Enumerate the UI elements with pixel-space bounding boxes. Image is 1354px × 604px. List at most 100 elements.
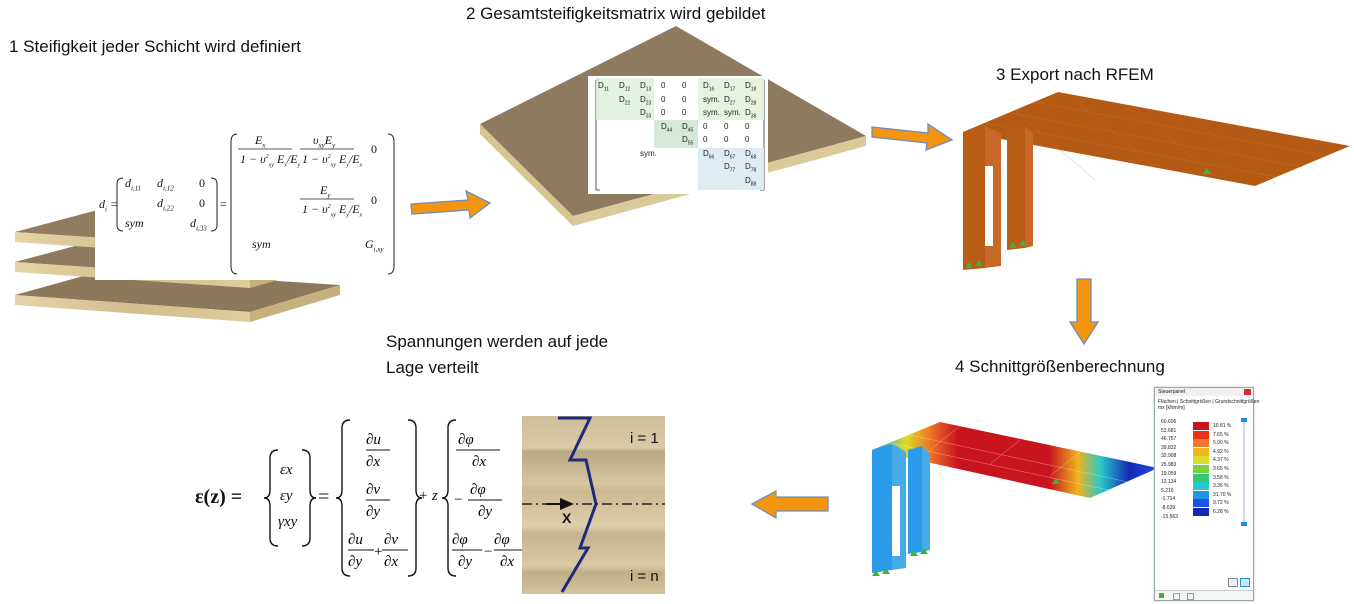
legend-value: 60.606 (1161, 419, 1177, 425)
matrix-cell: D45 (682, 121, 694, 134)
svg-text:+: + (374, 544, 382, 560)
eps-x: εx (280, 462, 293, 478)
legend-value: -8.639 (1161, 505, 1176, 511)
control-panel-titlebar: Steuerpanel (1155, 388, 1253, 396)
layer-bottom-label: i = n (630, 568, 659, 585)
stress-profile (522, 416, 665, 593)
matrix-cell: 0 (682, 81, 687, 90)
ex-numerator: Ex (255, 133, 266, 150)
legend-percent: 10.81 % (1213, 423, 1232, 429)
matrix-cell: D44 (661, 121, 673, 134)
control-panel-title: Steuerpanel (1158, 389, 1185, 395)
legend-slider-bottom[interactable] (1241, 522, 1247, 526)
arrow-step3-to-step4 (1068, 278, 1100, 346)
svg-text:∂φ: ∂φ (494, 532, 510, 548)
svg-text:−: − (484, 544, 492, 560)
legend-percent: 3.65 % (1213, 466, 1229, 472)
svg-text:∂u: ∂u (348, 532, 363, 548)
control-panel: Steuerpanel Flächen | Schnittgrößen | Gr… (1154, 387, 1259, 601)
legend-percent: 3.36 % (1213, 483, 1229, 490)
matrix-cell: D11 (598, 81, 609, 93)
legend-color-swatch (1193, 439, 1209, 448)
matrix-cell: D13 (640, 81, 652, 93)
arrow-step2-to-step3 (871, 122, 954, 152)
step-5-label-line2: Lage verteilt (386, 358, 479, 377)
m23-big-zero: 0 (371, 193, 377, 207)
svg-text:∂φ: ∂φ (458, 432, 474, 448)
plus-z: + z (418, 488, 438, 504)
svg-text:∂v: ∂v (384, 532, 398, 548)
matrix-cell: 0 (703, 135, 708, 144)
panel-button-a[interactable] (1228, 578, 1238, 587)
svg-text:∂x: ∂x (366, 454, 380, 470)
g-ixy: Gi,xy (365, 237, 384, 254)
matrix-cell: sym. (703, 94, 720, 104)
matrix-cell: D66 (703, 148, 715, 161)
layer-top-label: i = 1 (630, 430, 659, 447)
close-icon[interactable] (1244, 389, 1251, 395)
ey-numerator: Ey (320, 183, 331, 200)
control-panel-subtitle1: Flächen | Schnittgrößen | Grundschnittgr… (1158, 399, 1260, 405)
svg-text:∂φ: ∂φ (452, 532, 468, 548)
matrix-cell: D23 (640, 94, 652, 107)
svg-text:∂y: ∂y (348, 554, 362, 570)
lhs-d: di = (99, 197, 119, 214)
matrix-cell: D88 (745, 175, 757, 188)
panel-button-b[interactable] (1240, 578, 1250, 587)
matrix-cell: D16 (703, 81, 715, 93)
legend-percent: 3.58 % (1213, 474, 1229, 481)
m12: di,12 (157, 176, 174, 193)
strain-eq-sign: = (318, 486, 330, 508)
matrix-cell: D28 (745, 94, 757, 107)
m22: di,22 (157, 196, 174, 213)
ey-denominator: 1 − υ2xy Ey/Ex (302, 202, 363, 219)
legend-percent: 31.70 % (1213, 491, 1232, 498)
matrix-cell: D33 (640, 108, 652, 120)
svg-text:−: − (454, 492, 462, 508)
big-matrix-sym: sym (252, 237, 271, 251)
legend-slider-top[interactable] (1241, 418, 1247, 422)
legend-percent: 6.28 % (1213, 509, 1229, 515)
matrix-cell: D38 (745, 108, 757, 120)
legend-slider[interactable] (1243, 420, 1245, 526)
strain-braces: ∂u ∂x ∂v ∂y ∂u ∂y + ∂v ∂x ∂φ ∂x − ∂φ ∂y … (263, 419, 524, 577)
tab-icon-1[interactable] (1159, 593, 1164, 598)
matrix-cell: D77 (724, 162, 736, 174)
gamma-xy: γxy (278, 514, 298, 530)
svg-text:∂x: ∂x (500, 554, 514, 570)
svg-text:∂x: ∂x (472, 454, 486, 470)
step-4-label: 4 Schnittgrößenberechnung (955, 357, 1165, 376)
matrix-cell: 0 (661, 81, 666, 90)
matrix-cell: 0 (661, 94, 666, 104)
tab-icon-2[interactable] (1173, 593, 1180, 600)
matrix-cell: 0 (745, 135, 750, 144)
legend-value: -15.563 (1161, 513, 1178, 520)
legend-color-swatch (1193, 447, 1209, 456)
internal-forces-model (872, 422, 1158, 576)
control-panel-subtitle2: mx [kNm/m] (1158, 405, 1185, 411)
strain-lhs: ε(z) = (195, 486, 243, 508)
legend-color-swatch (1193, 465, 1209, 473)
eps-y: εy (280, 488, 293, 504)
svg-text:∂x: ∂x (384, 554, 398, 570)
legend-color-swatch (1193, 482, 1209, 491)
legend-value: 39.832 (1161, 444, 1177, 451)
legend-value: 12.134 (1161, 479, 1177, 486)
ex-denominator: 1 − υ2xy Ex/Ey (240, 152, 301, 169)
matrix-cell: D55 (682, 135, 694, 147)
svg-text:∂y: ∂y (458, 554, 472, 570)
matrix-cell: D27 (724, 94, 736, 107)
matrix-cell: D18 (745, 81, 757, 93)
matrix-cell: 0 (724, 121, 729, 131)
tab-icon-3[interactable] (1187, 593, 1194, 600)
svg-text:∂y: ∂y (478, 504, 492, 520)
legend-color-swatch (1193, 490, 1209, 499)
matrix-cell: D17 (724, 81, 736, 93)
matrix-cell: D12 (619, 81, 631, 93)
m11: di,11 (125, 176, 142, 193)
legend-value: 53.681 (1161, 427, 1177, 434)
m33: di,33 (190, 216, 207, 233)
strain-equation: ε(z) = ∂u ∂x ∂v ∂y ∂u ∂y + ∂v ∂x ∂φ ∂x −… (190, 410, 525, 586)
arrow-step1-to-step2 (410, 189, 492, 220)
